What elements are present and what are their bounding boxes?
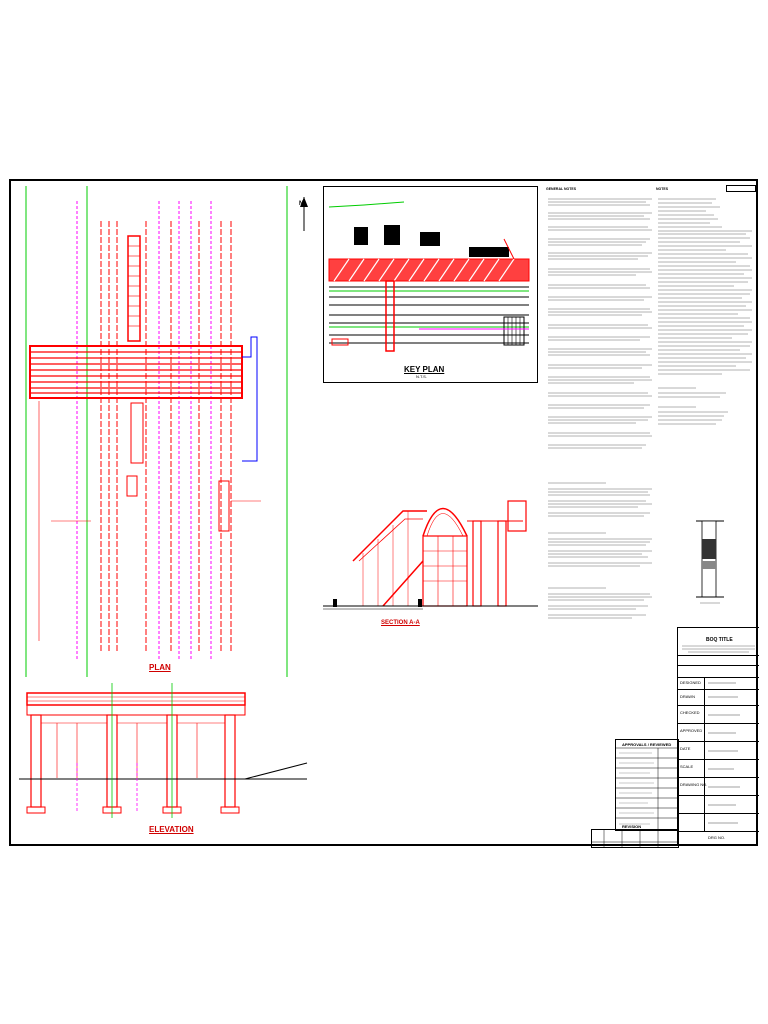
notes-column: NOTES <box>656 187 754 457</box>
revision-heading: REVISION <box>622 824 642 829</box>
key-plan-drawing <box>328 201 530 352</box>
north-label: N <box>299 201 304 207</box>
title-block: BOQ TITLE DESIGNED DRAWN CHECKED APPROVE… <box>677 627 759 846</box>
sheet-tag <box>726 185 756 192</box>
title-block-drawing-number: DRG NO. <box>708 835 726 840</box>
key-plan-scale: N.T.S. <box>416 374 427 379</box>
title-block-signatures <box>708 682 740 824</box>
row-label-drawing-no: DRAWING NO. <box>680 782 708 787</box>
row-label-drawn: DRAWN <box>680 694 695 699</box>
row-label-checked: CHECKED <box>680 710 700 715</box>
title-block-description-lines <box>682 645 755 653</box>
general-notes-heading: GENERAL NOTES <box>546 187 577 191</box>
section-label: SECTION A-A <box>381 620 420 626</box>
row-label-approved: APPROVED <box>680 728 703 733</box>
soil-profile <box>686 511 734 611</box>
elevation-panel: ELEVATION <box>17 683 312 843</box>
key-plan-title: KEY PLAN <box>404 365 445 374</box>
plan-drawing <box>25 186 288 677</box>
plan-panel: PLAN <box>11 181 317 677</box>
notes-lines <box>658 198 752 425</box>
general-notes-column: GENERAL NOTES <box>546 187 654 627</box>
plan-label: PLAN <box>149 663 171 672</box>
row-label-scale: SCALE <box>680 764 694 769</box>
key-plan-panel: KEY PLAN N.T.S. <box>323 186 538 383</box>
north-arrow-icon <box>298 195 310 233</box>
approvals-heading: APPROVALS / REVIEWED <box>622 742 672 747</box>
row-label-date: DATE <box>680 746 691 751</box>
general-notes-lines <box>548 198 652 619</box>
notes-heading: NOTES <box>656 187 669 191</box>
section-panel: SECTION A-A <box>323 481 538 646</box>
drawing-sheet: PLAN <box>9 179 759 848</box>
revision-table: REVISION <box>591 824 679 848</box>
row-label-designed: DESIGNED <box>680 680 701 685</box>
title-block-heading: BOQ TITLE <box>706 637 733 643</box>
elevation-label: ELEVATION <box>149 825 194 834</box>
section-drawing <box>323 500 538 610</box>
elevation-drawing <box>19 683 308 818</box>
approvals-table: APPROVALS / REVIEWED <box>615 739 679 831</box>
